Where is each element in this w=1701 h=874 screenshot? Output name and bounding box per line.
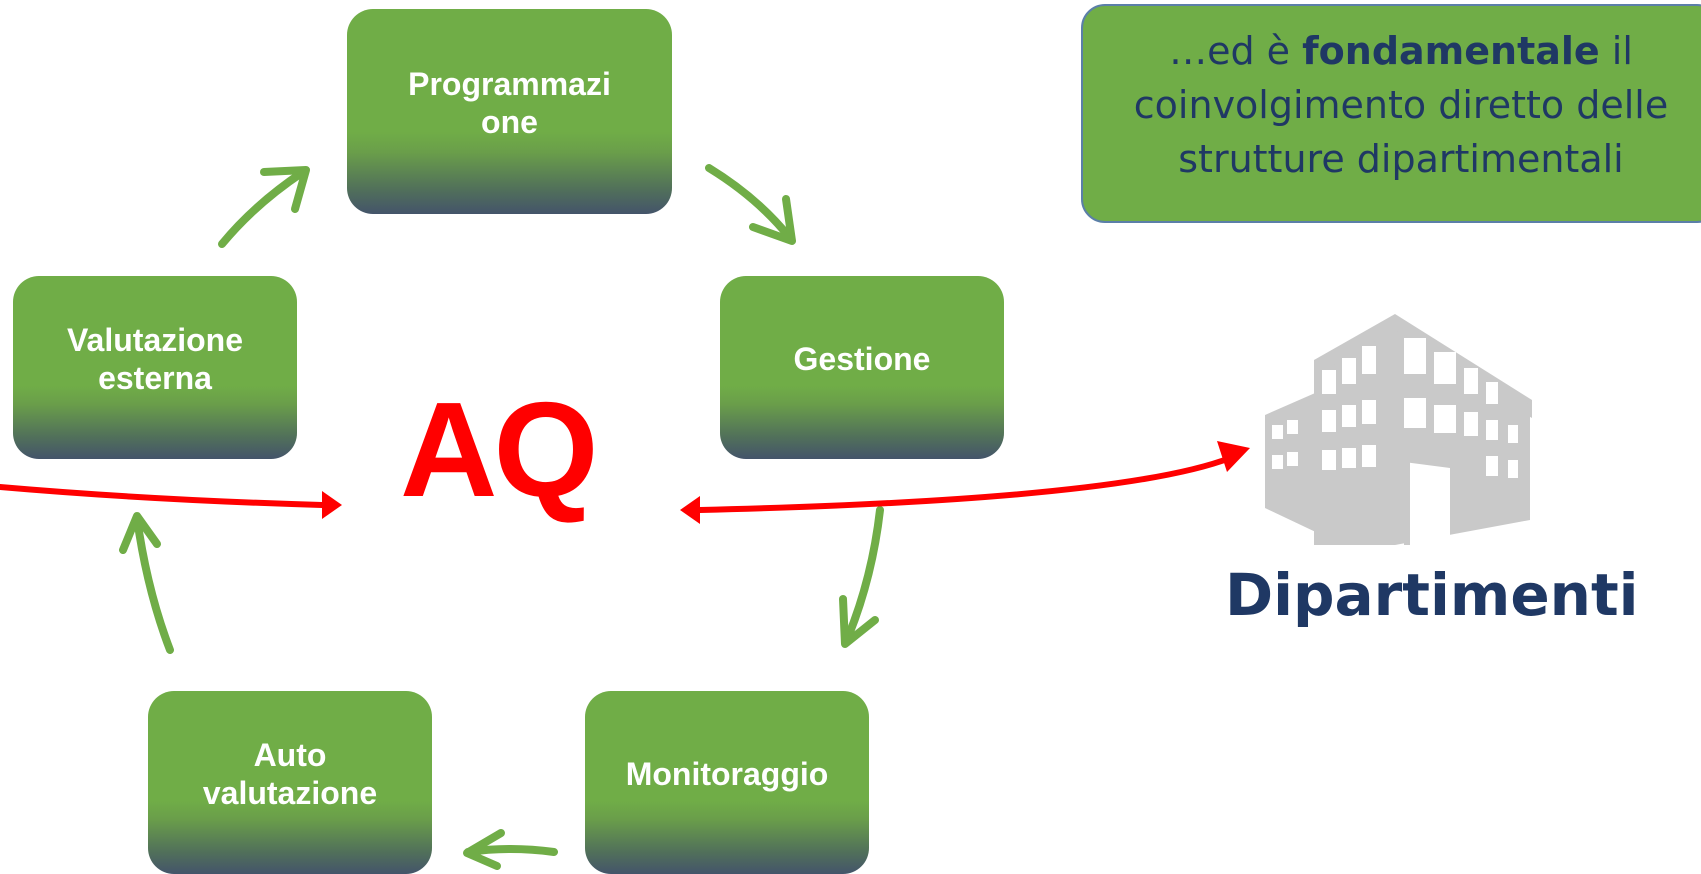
arrow-gestione-to-monitoraggio <box>839 506 884 648</box>
cycle-box-valutazione-esterna: Valutazione esterna <box>13 276 297 459</box>
cycle-box-gestione: Gestione <box>720 276 1004 459</box>
red-arrows <box>0 441 1250 524</box>
box-label-line: Valutazione <box>66 321 244 358</box>
box-label-line: valutazione <box>202 774 378 811</box>
callout-emphasis: fondamentale <box>1302 29 1600 73</box>
red-arrow-dipartimenti-aq <box>680 441 1250 524</box>
cycle-box-auto-valutazione: Auto valutazione <box>148 691 432 874</box>
cycle-box-programmazione: Programmazi one <box>347 9 672 214</box>
center-label-aq: AQ <box>400 374 598 525</box>
box-label-line: Gestione <box>793 340 931 377</box>
box-label-line: esterna <box>98 359 212 396</box>
cycle-box-monitoraggio: Monitoraggio <box>585 691 869 874</box>
box-label-line: Programmazi <box>408 65 611 102</box>
box-label-line: Monitoraggio <box>625 755 829 792</box>
callout-line-1: …ed è fondamentale il <box>1093 24 1701 78</box>
red-arrow-left-to-aq <box>0 484 342 519</box>
arrow-monitoraggio-to-auto <box>463 829 558 870</box>
callout-line-3: strutture dipartimentali <box>1178 137 1624 181</box>
callout-line-2: coinvolgimento diretto delle <box>1133 83 1669 127</box>
callout-box: …ed è fondamentale il coinvolgimento dir… <box>1081 4 1701 223</box>
callout-prefix: …ed è <box>1169 29 1303 73</box>
arrow-valutazione-to-programmazione <box>218 166 310 248</box>
arrow-programmazione-to-gestione <box>705 164 796 245</box>
box-label-line: one <box>481 103 538 140</box>
building-icon <box>1265 314 1532 545</box>
cycle-arrows <box>119 164 884 870</box>
callout-suffix: il <box>1599 29 1633 73</box>
box-label-line: Auto <box>253 736 327 773</box>
building-label: Dipartimenti <box>1225 561 1639 629</box>
arrow-auto-to-valutazione <box>119 512 174 654</box>
